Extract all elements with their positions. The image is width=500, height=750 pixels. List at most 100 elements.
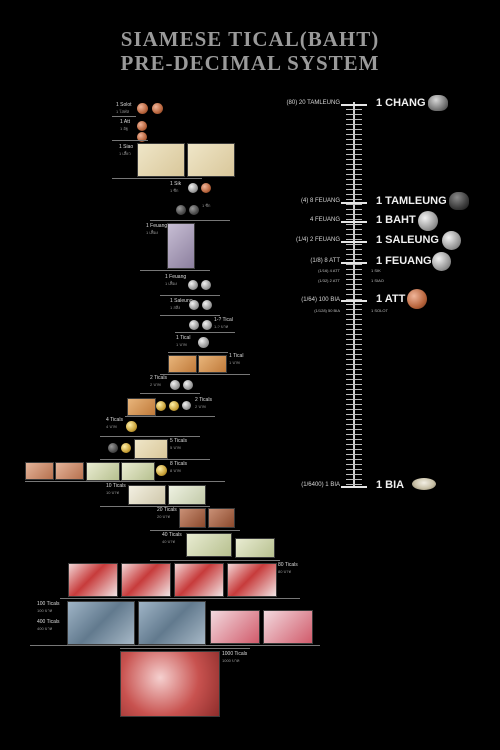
80-ticals-banknote [121, 563, 171, 597]
scale-tick [346, 239, 362, 240]
denom-label-10-ticals: 10 Ticals [106, 483, 126, 489]
scale-left-baht: 4 FEUANG [309, 217, 340, 223]
feuang-coin-icon [188, 280, 198, 290]
denom-label-feuang: 1 Feuang [146, 223, 168, 229]
denom-divider [160, 315, 220, 316]
denom-sub-solot: 1 โสฬส [116, 109, 130, 114]
5-ticals-coin-icon [108, 443, 118, 453]
denom-label-tical-fraction: 1-? Tical [214, 317, 233, 323]
denom-divider [160, 374, 250, 375]
denom-label-sik: 1 Sik [170, 181, 182, 187]
scale-right-feuang: 1 FEUANG [376, 255, 432, 267]
denom-divider [100, 459, 210, 460]
scale-right-baht: 1 BAHT [376, 214, 416, 226]
scale-right-bia: 1 BIA [376, 479, 405, 491]
page-title-line-1: SIAMESE TICAL(BAHT) [120, 27, 380, 51]
denom-sub-40-ticals: 40 บาท [162, 539, 175, 544]
scale-right-att: 1 ATT [376, 293, 406, 305]
scale-tick [346, 259, 362, 260]
denom-sub-sik: 1 ซีก [170, 188, 179, 193]
100-ticals-banknote [138, 601, 206, 645]
scale-tick [346, 124, 362, 125]
sik-coin-icon [188, 183, 198, 193]
scale-tick [346, 154, 362, 155]
scale-tick [346, 279, 362, 280]
denom-label-tical-note: 1 Tical [229, 353, 244, 359]
scale-tick [346, 204, 362, 205]
scale-tick [346, 364, 362, 365]
scale-tick [346, 334, 362, 335]
8-ticals-banknote [121, 462, 155, 481]
tamleung-bullet-icon [449, 192, 469, 210]
scale-tick [346, 119, 362, 120]
scale-left-att: (1/64) 100 BIA [301, 297, 340, 303]
denom-sub-feuang: 1 เฟื้อง [146, 230, 158, 235]
scale-tick [346, 424, 362, 425]
denom-label-2-ticals-2: 2 Ticals [195, 397, 212, 403]
denom-label-siao: 1 Siao [119, 144, 134, 150]
scale-tick [346, 374, 362, 375]
scale-tick [346, 369, 362, 370]
scale-right-siao: 1 SIAO [371, 278, 384, 283]
denom-sub-5-ticals: 5 บาท [170, 445, 181, 450]
att-coin-icon [137, 121, 147, 131]
scale-left-solot: (1/128) 50 BIA [314, 308, 340, 313]
scale-tick-major [341, 104, 367, 106]
baht-coin-icon [418, 211, 438, 231]
scale-right-chang: 1 CHANG [376, 97, 426, 109]
denom-divider [150, 220, 230, 221]
denom-divider [125, 416, 215, 417]
sik-coin-icon [201, 183, 211, 193]
solot-coin-icon [137, 103, 148, 114]
denom-label-80-ticals: 80 Ticals [278, 562, 298, 568]
denom-sub-100-ticals: 100 บาท [37, 608, 53, 613]
5-ticals-banknote [134, 439, 168, 459]
scale-tick [346, 479, 362, 480]
denom-sub-4-ticals: 4 บาท [106, 424, 117, 429]
2-ticals-coin-icon [182, 401, 191, 410]
scale-tick [346, 139, 362, 140]
scale-tick [346, 299, 362, 300]
denom-sub-tical-fraction: 1-? บาท [214, 324, 229, 329]
scale-tick [346, 384, 362, 385]
denom-sub-siao: 1 เสี้ยว [119, 151, 131, 156]
scale-tick [346, 319, 362, 320]
denom-label-40-ticals: 40 Ticals [162, 532, 182, 538]
40-ticals-banknote [186, 533, 232, 557]
sik-coin-icon [176, 205, 186, 215]
saleung-coin-icon [202, 300, 212, 310]
scale-tick [346, 149, 362, 150]
scale-tick [346, 389, 362, 390]
scale-left-bia: (1/6400) 1 BIA [301, 482, 340, 488]
scale-tick [346, 249, 362, 250]
denom-divider [140, 270, 210, 271]
att-coin-icon [137, 132, 147, 142]
scale-tick [346, 449, 362, 450]
sik-coin-icon [189, 205, 199, 215]
denom-divider [168, 352, 228, 353]
saleung-coin-icon [189, 300, 199, 310]
denom-label-5-ticals: 5 Ticals [170, 438, 187, 444]
scale-left-feuang: (1/8) 8 ATT [310, 258, 340, 264]
saleung-coin-icon [442, 231, 461, 250]
20-ticals-banknote [208, 508, 235, 528]
denom-divider [150, 560, 280, 561]
scale-tick [346, 289, 362, 290]
denom-divider [25, 481, 225, 482]
scale-tick-major [341, 202, 367, 204]
scale-tick [346, 254, 362, 255]
denom-label-100-ticals: 100 Ticals [37, 601, 60, 607]
4-ticals-coin-icon [126, 421, 137, 432]
denom-sub-saleung: 1 สลึง [170, 305, 181, 310]
scale-tick [346, 324, 362, 325]
scale-tick [346, 414, 362, 415]
denom-divider [100, 506, 210, 507]
denom-divider [150, 530, 240, 531]
denom-sub-att: 1 อัฐ [120, 126, 128, 131]
scale-tick [346, 224, 362, 225]
denom-label-4-ticals: 4 Ticals [106, 417, 123, 423]
10-ticals-banknote [168, 485, 206, 505]
8-ticals-coin-icon [156, 465, 167, 476]
scale-tick [346, 429, 362, 430]
scale-tick [346, 459, 362, 460]
